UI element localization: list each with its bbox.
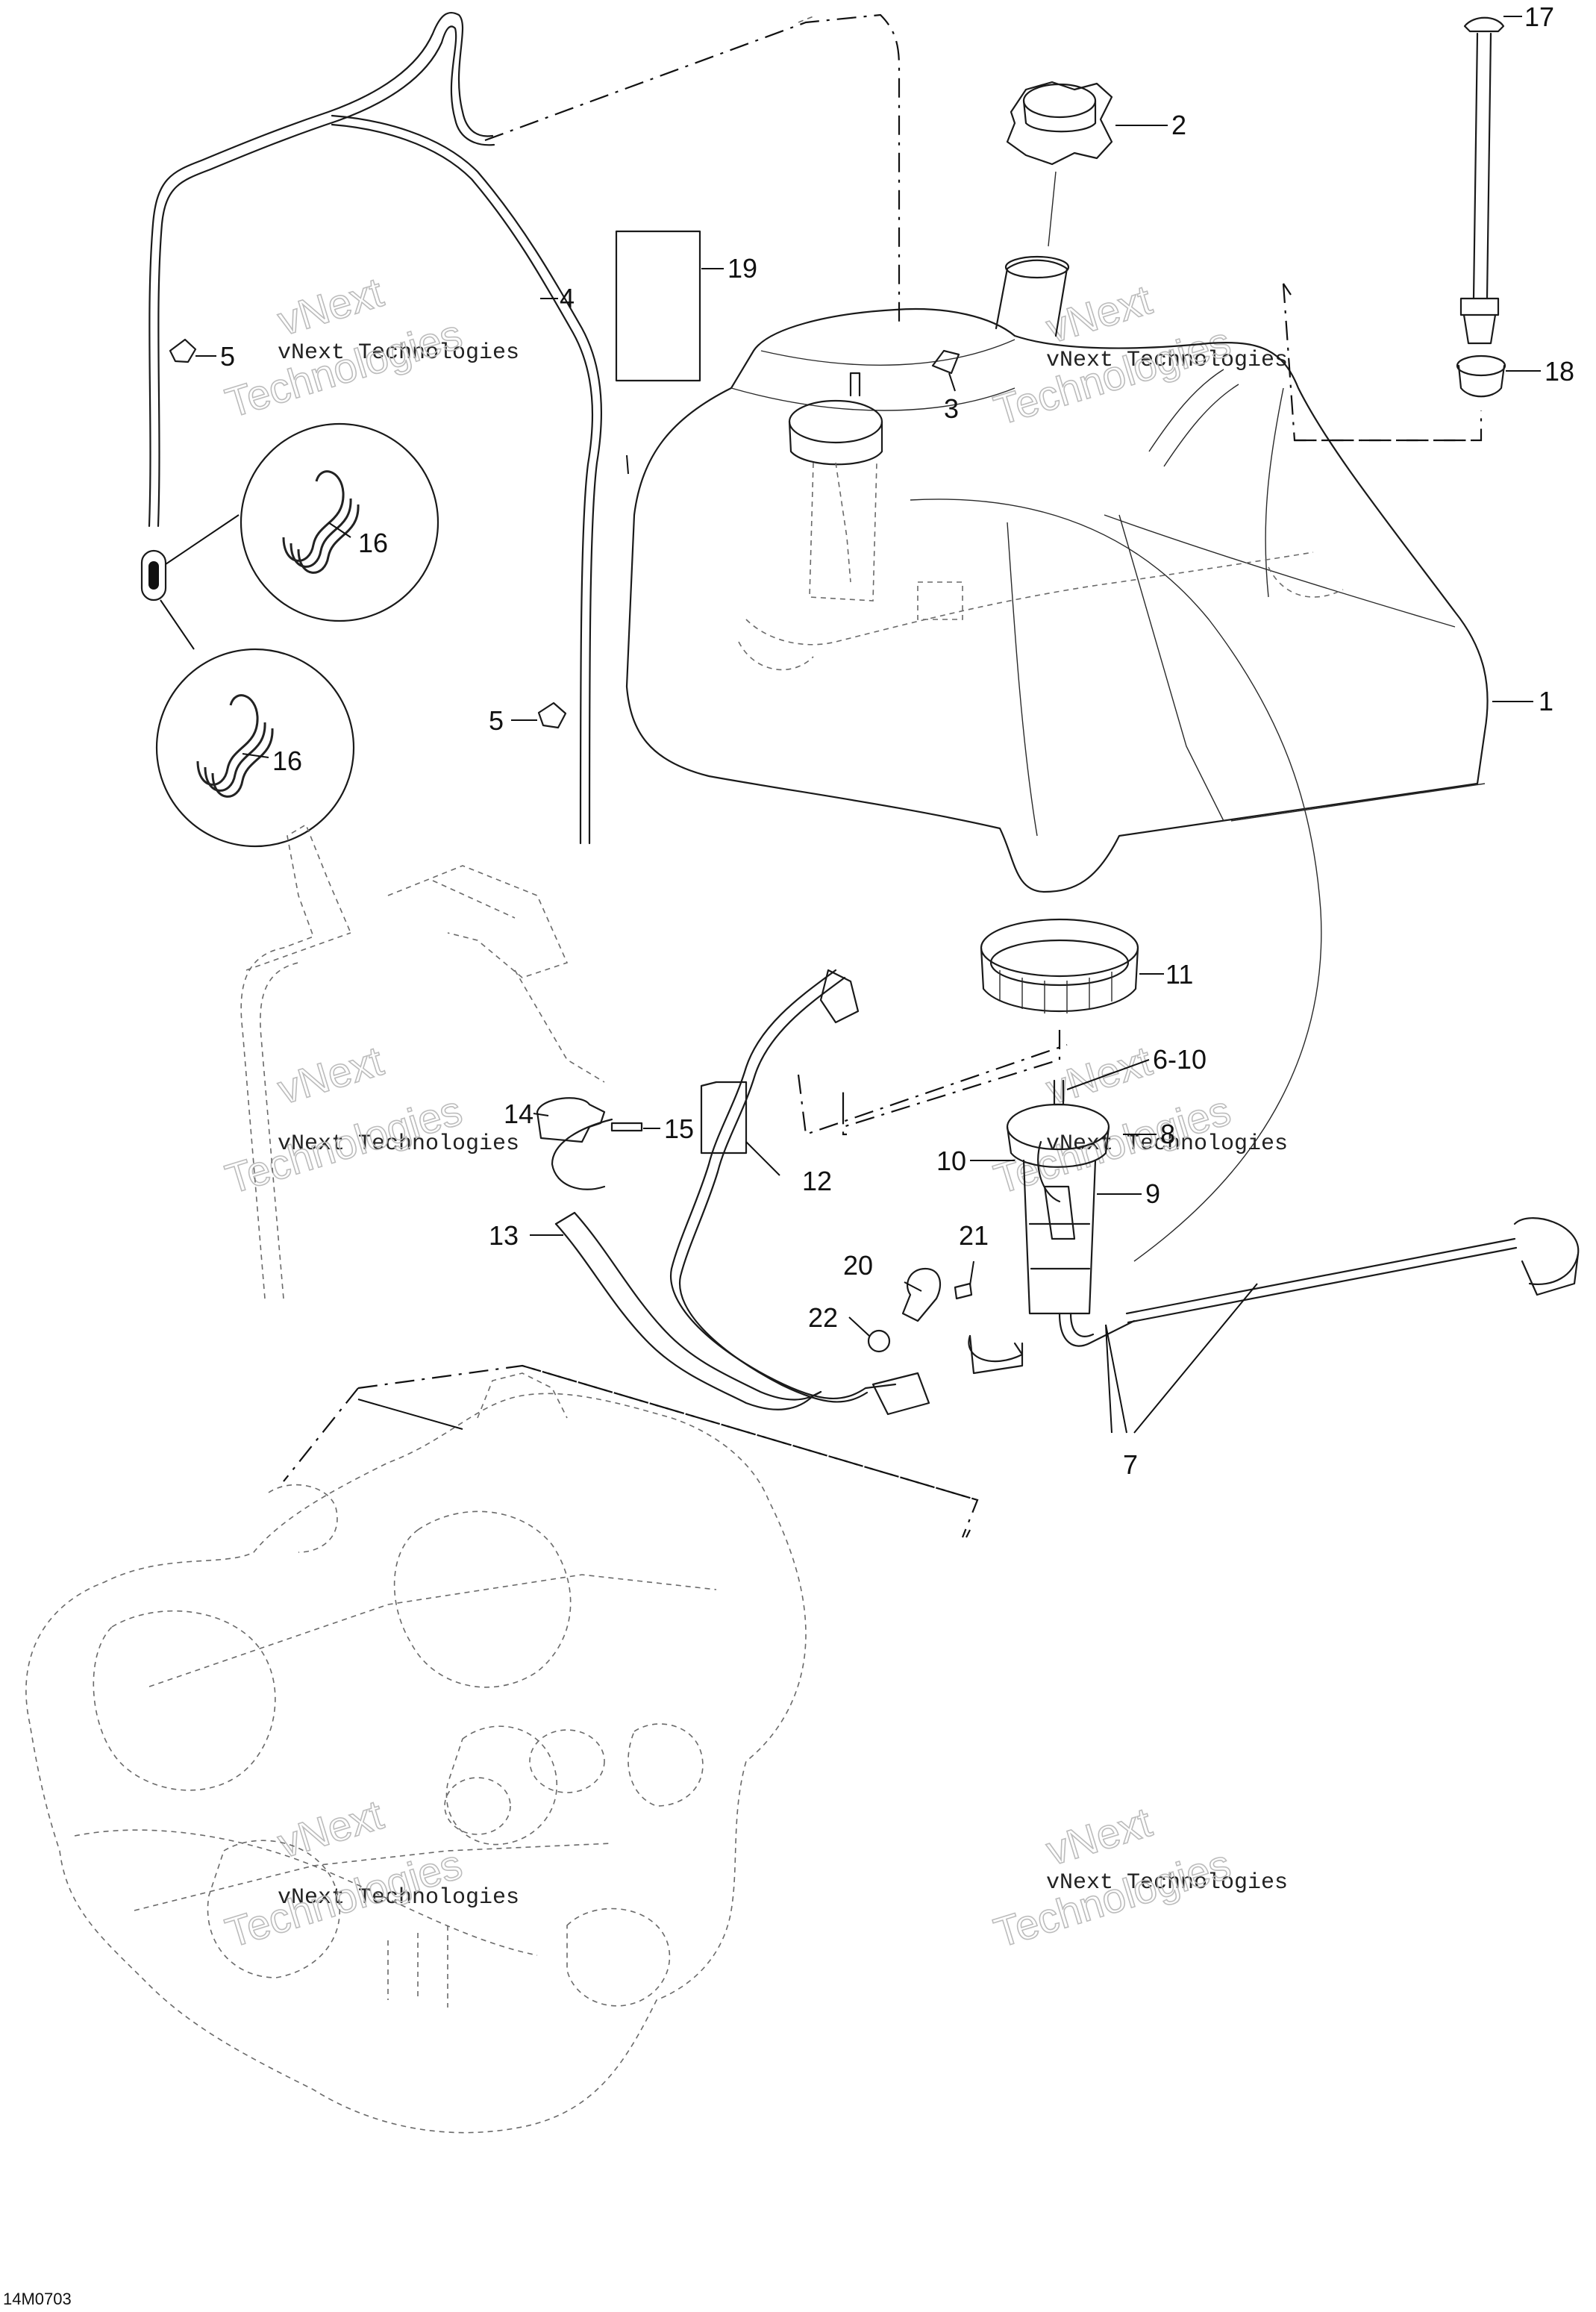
svg-text:vNext: vNext [1041, 1798, 1157, 1874]
watermarks: vNext vNext Technologies Technologies vN… [219, 267, 1288, 1957]
callout-18: 18 [1545, 356, 1574, 387]
callout-10: 10 [936, 1146, 966, 1176]
svg-text:vNext: vNext [272, 1790, 389, 1866]
callout-14: 14 [504, 1099, 533, 1129]
callout-20: 20 [843, 1250, 873, 1281]
callout-6-10: 6-10 [1153, 1044, 1207, 1075]
svg-text:vNext: vNext [272, 1037, 389, 1113]
callout-19: 19 [727, 253, 757, 284]
hose-clip [537, 702, 567, 729]
hose-clip [169, 338, 197, 363]
spring-detail [140, 422, 439, 848]
fuel-cap [1006, 81, 1113, 247]
svg-text:Technologies: Technologies [220, 310, 467, 427]
callout-12: 12 [802, 1166, 832, 1196]
callout-2: 2 [1171, 110, 1186, 140]
callout-22: 22 [808, 1302, 838, 1333]
drawing-reference-code: 14M0703 [3, 2290, 72, 2308]
callout-labels: 17 2 4 19 5 3 18 16 1 5 16 11 6-10 14 15… [220, 1, 1574, 1480]
callout-1: 1 [1539, 686, 1553, 716]
svg-text:vNext Technologies: vNext Technologies [1046, 348, 1288, 373]
frame-outline [240, 823, 605, 1299]
watermark: vNext vNext Technologies Technologies [988, 1036, 1288, 1203]
svg-text:vNext Technologies: vNext Technologies [278, 1885, 519, 1910]
label-decal [615, 230, 701, 382]
callout-leaders [195, 16, 1541, 1337]
callout-21: 21 [959, 1220, 989, 1251]
svg-text:vNext Technologies: vNext Technologies [278, 1131, 519, 1157]
callout-8: 8 [1160, 1119, 1175, 1149]
svg-text:Technologies: Technologies [989, 1840, 1236, 1957]
callout-15: 15 [664, 1113, 694, 1144]
svg-text:vNext: vNext [272, 268, 389, 344]
svg-text:vNext Technologies: vNext Technologies [1046, 1870, 1288, 1896]
fuel-gauge-sender [1456, 16, 1506, 398]
callout-16: 16 [358, 528, 388, 558]
callout-3: 3 [944, 393, 959, 424]
callout-13: 13 [489, 1220, 519, 1251]
watermark: vNext vNext Technologies Technologies [219, 1790, 519, 1957]
svg-text:vNext Technologies: vNext Technologies [278, 340, 519, 366]
locking-ring [980, 918, 1139, 1013]
engine-outline [25, 1372, 807, 2134]
callout-5: 5 [489, 705, 504, 736]
callout-11: 11 [1165, 959, 1193, 990]
vent-hose [148, 11, 603, 845]
watermark: vNext vNext Technologies Technologies [988, 1797, 1288, 1957]
callout-9: 9 [1145, 1178, 1160, 1209]
assembly-lines [283, 13, 1483, 1538]
callout-16: 16 [272, 746, 302, 776]
callout-4: 4 [560, 283, 575, 313]
svg-text:vNext: vNext [1041, 275, 1157, 352]
svg-text:Technologies: Technologies [989, 318, 1236, 434]
watermark: vNext vNext Technologies Technologies [988, 275, 1288, 434]
fuel-line-assembly [536, 969, 973, 1416]
watermark: vNext vNext Technologies Technologies [219, 1036, 519, 1203]
fuel-tank [625, 255, 1489, 893]
callout-5: 5 [220, 341, 235, 372]
fuel-pump-module [968, 1079, 1580, 1434]
callout-17: 17 [1524, 1, 1554, 32]
callout-7: 7 [1123, 1449, 1138, 1480]
watermark: vNext vNext Technologies Technologies [219, 267, 519, 427]
